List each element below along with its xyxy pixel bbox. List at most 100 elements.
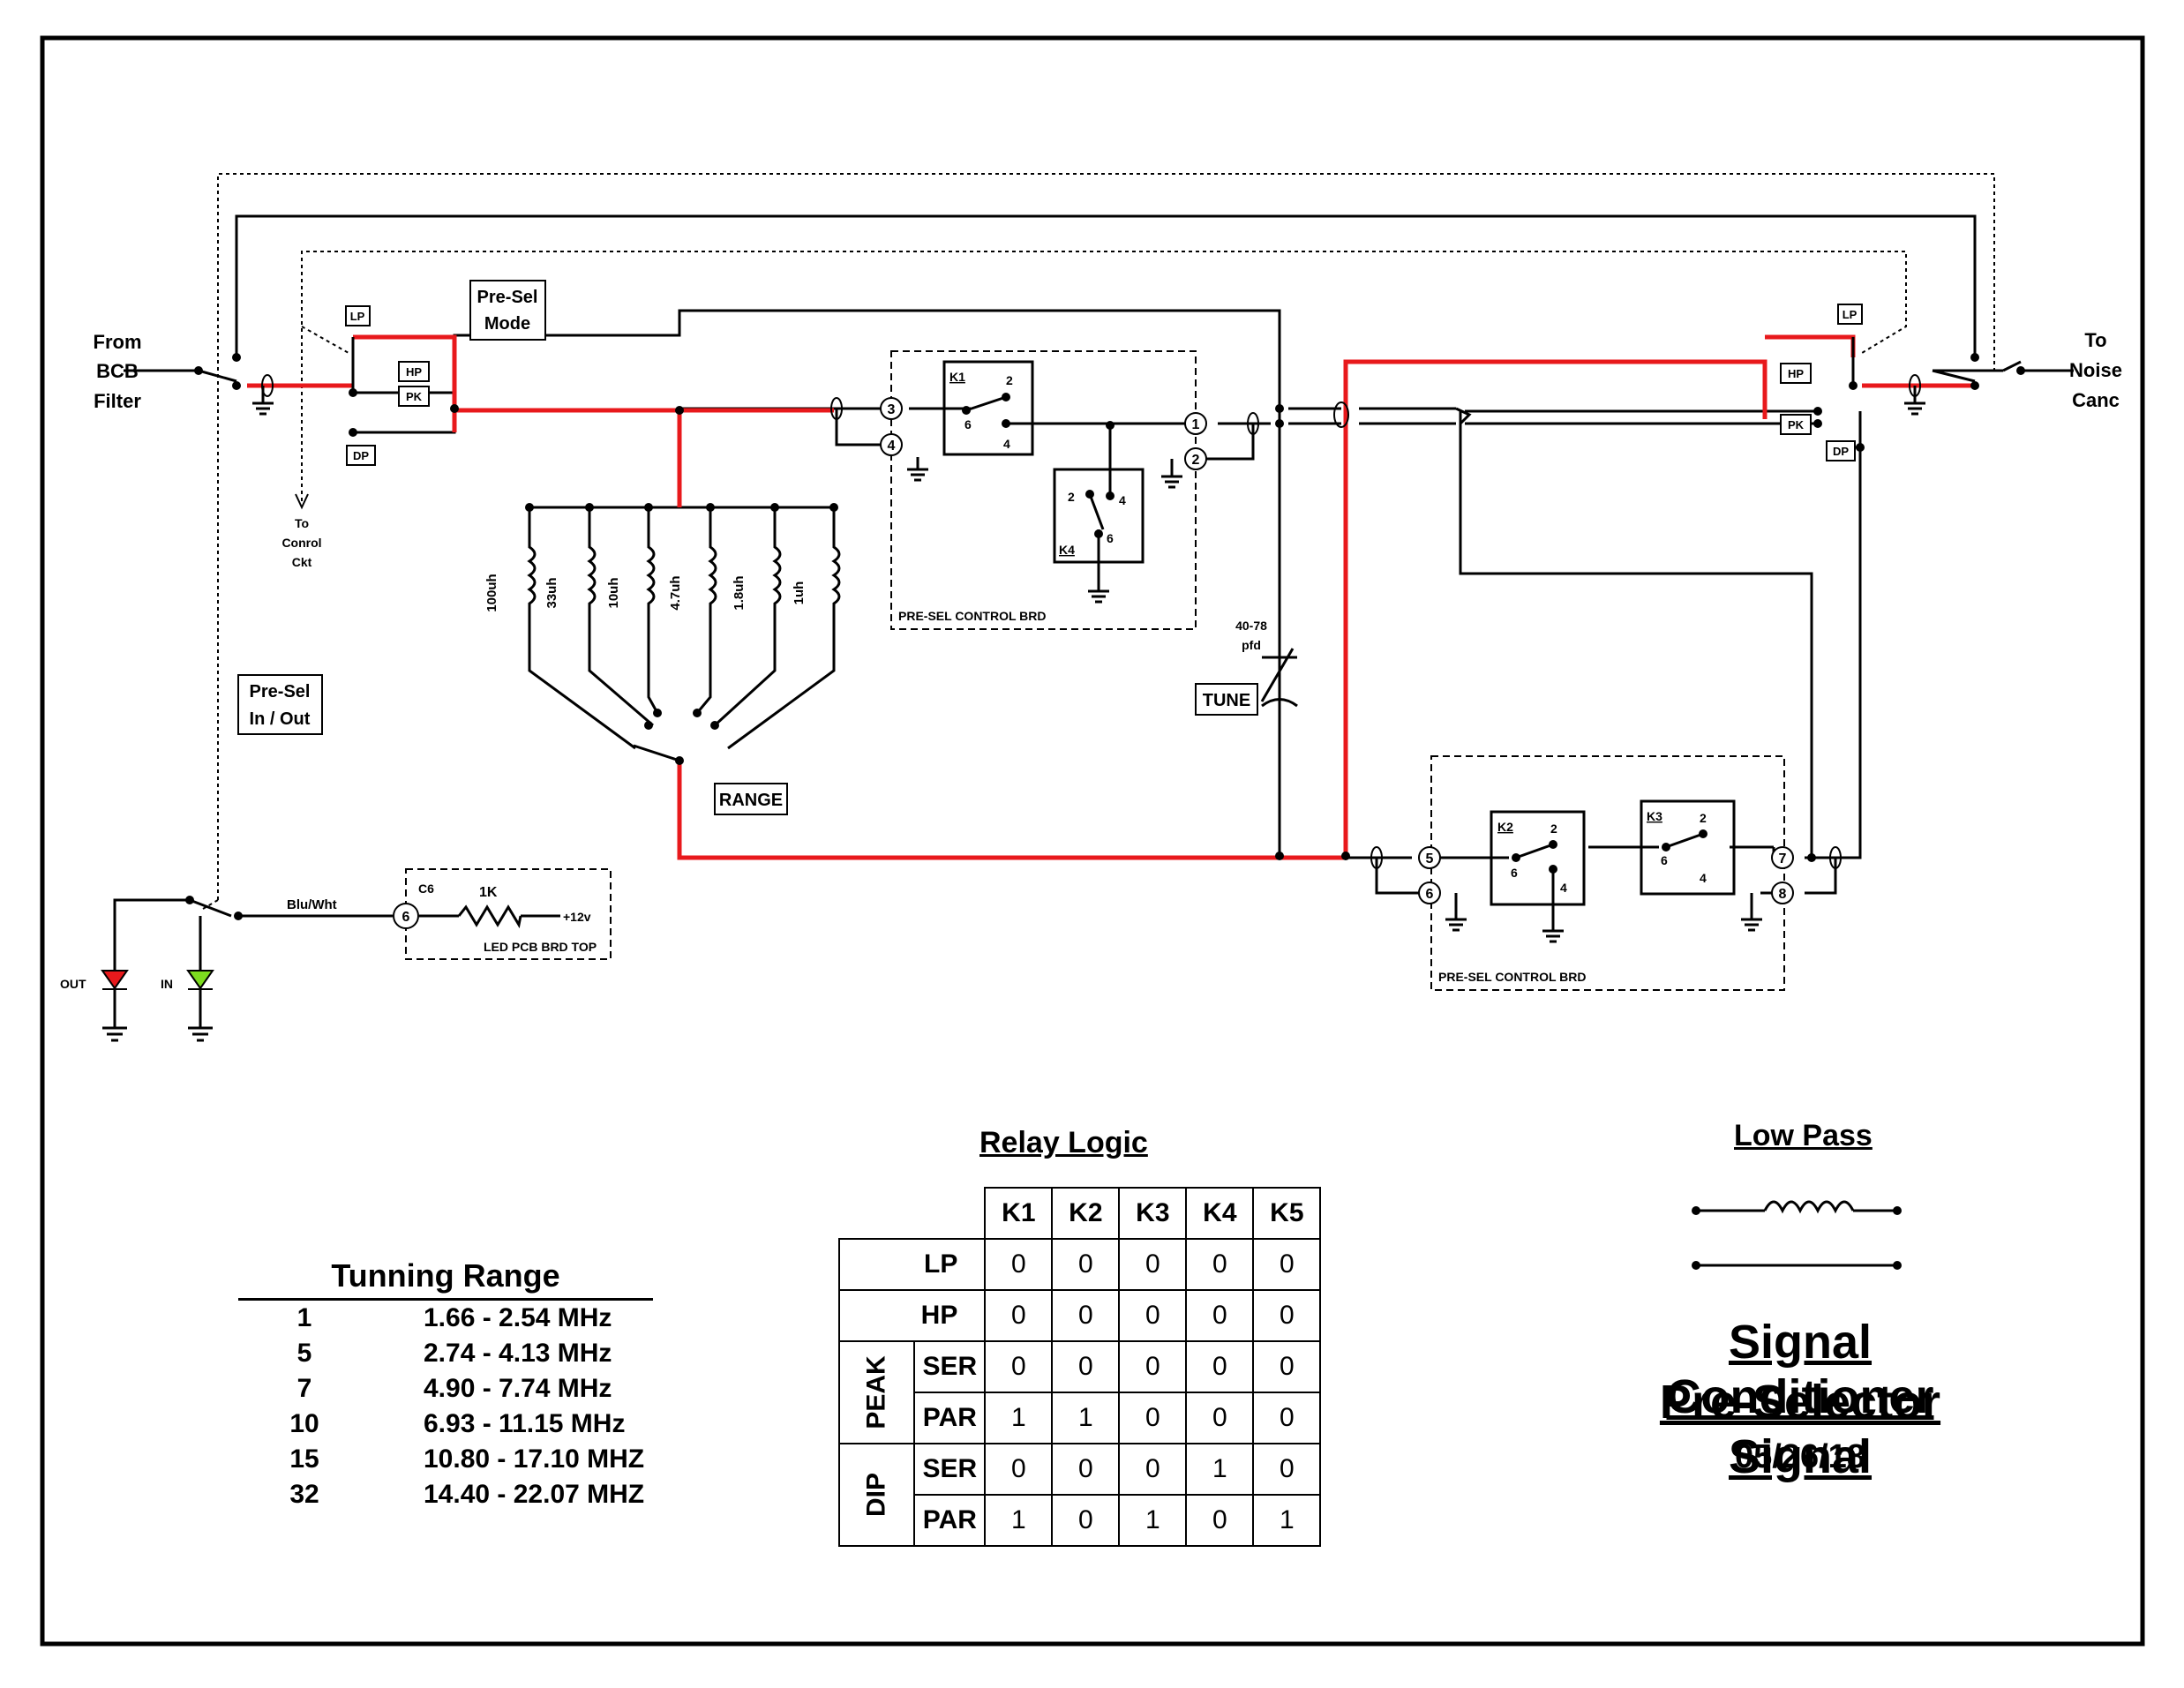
label-boxes — [237, 280, 1863, 815]
to-control-arrow — [295, 493, 309, 510]
svg-text:6: 6 — [1107, 531, 1114, 545]
svg-text:6: 6 — [1511, 866, 1518, 880]
relay-boxes — [942, 360, 1736, 906]
k3-label: K3 — [1647, 809, 1662, 823]
cap-value-label: 40-78 — [1235, 619, 1267, 633]
k2-label: K2 — [1497, 820, 1513, 834]
k4-label: K4 — [1059, 543, 1075, 557]
svg-text:7: 7 — [1779, 852, 1787, 867]
in-label: IN — [161, 977, 173, 991]
svg-text:Noise: Noise — [2069, 359, 2122, 381]
from-label: From — [94, 331, 142, 353]
pin-labels: 1 2 3 4 5 6 7 8 6 — [402, 402, 1787, 925]
led-in — [186, 970, 214, 990]
led-brd-label: LED PCB BRD TOP — [484, 940, 597, 954]
svg-text:6: 6 — [964, 417, 972, 431]
one-k-label: 1K — [479, 885, 498, 900]
svg-text:2: 2 — [1550, 821, 1557, 836]
svg-text:1.8uh: 1.8uh — [732, 575, 747, 610]
control-boards — [405, 350, 1785, 991]
low-pass-title: Low Pass — [1734, 1119, 1873, 1152]
hp-label-left: HP — [406, 365, 422, 379]
relay-contacts — [965, 395, 1704, 859]
svg-text:Ckt: Ckt — [292, 555, 312, 569]
to-control-label: To — [295, 516, 309, 530]
out-label: OUT — [60, 977, 86, 991]
svg-text:2: 2 — [1006, 373, 1013, 387]
low-pass-symbol — [1696, 1200, 1897, 1267]
svg-text:1: 1 — [1192, 417, 1200, 432]
k1-label: K1 — [949, 370, 965, 384]
svg-text:Conrol: Conrol — [281, 536, 321, 550]
plus12-label: +12v — [563, 910, 591, 924]
c6-label: C6 — [418, 882, 434, 896]
tuning-range-title: Tunning Range — [238, 1257, 653, 1301]
lp-label-left: LP — [350, 310, 365, 323]
svg-text:BCB: BCB — [96, 360, 139, 382]
page-subtitle: Pre-Selector Signal — [1659, 1376, 1941, 1483]
svg-text:4: 4 — [1119, 493, 1126, 507]
red-signal-path — [247, 334, 1977, 860]
svg-text:2: 2 — [1068, 490, 1075, 504]
coax-shield — [261, 374, 1921, 869]
control-brd-label-lower: PRE-SEL CONTROL BRD — [1438, 970, 1587, 984]
control-brd-label-upper: PRE-SEL CONTROL BRD — [898, 609, 1047, 623]
svg-text:4: 4 — [888, 439, 896, 454]
svg-text:8: 8 — [1779, 887, 1787, 902]
svg-text:Mode: Mode — [484, 314, 530, 334]
svg-text:In / Out: In / Out — [250, 709, 311, 729]
svg-text:4: 4 — [1560, 881, 1567, 895]
pin-circles — [393, 397, 1794, 929]
svg-text:Filter: Filter — [94, 390, 141, 412]
page-title: Signal Conditioner — [1666, 1316, 1934, 1423]
date-label: 05/26/18 — [1735, 1438, 1865, 1475]
inductor-labels: 100uh 33uh 10uh 4.7uh 1.8uh 1uh — [484, 574, 807, 611]
relay-pin-labels: 2 6 4 2 6 4 2 6 4 2 6 4 — [964, 373, 1707, 895]
svg-text:2: 2 — [1700, 811, 1707, 825]
pre-sel-mode-label: Pre-Sel — [477, 288, 538, 307]
svg-text:6: 6 — [1426, 887, 1434, 902]
svg-text:pfd: pfd — [1242, 638, 1261, 652]
to-label: To — [2084, 329, 2106, 351]
hp-label-right: HP — [1788, 367, 1804, 380]
page-border — [40, 35, 2145, 1647]
svg-text:3: 3 — [888, 402, 896, 417]
inductors — [527, 507, 841, 628]
svg-text:4: 4 — [1003, 437, 1010, 451]
svg-text:1uh: 1uh — [792, 581, 807, 605]
dp-label-right: DP — [1833, 445, 1849, 458]
lp-label-right: LP — [1843, 308, 1858, 321]
dp-label-left: DP — [353, 449, 369, 462]
pre-sel-inout-label: Pre-Sel — [250, 682, 311, 701]
svg-text:33uh: 33uh — [544, 577, 559, 608]
svg-text:5: 5 — [1426, 852, 1434, 867]
blu-wht-label: Blu/Wht — [287, 897, 337, 912]
svg-text:4.7uh: 4.7uh — [668, 575, 683, 610]
tune-label: TUNE — [1203, 691, 1250, 710]
led-out — [101, 970, 129, 990]
pk-label-left: PK — [406, 390, 423, 403]
svg-text:Canc: Canc — [2072, 389, 2120, 411]
resistor-1k — [457, 904, 522, 929]
svg-text:6: 6 — [1661, 853, 1668, 867]
svg-text:10uh: 10uh — [606, 577, 621, 608]
svg-text:6: 6 — [402, 910, 410, 925]
tune-capacitor — [1260, 648, 1298, 708]
pk-label-right: PK — [1788, 418, 1805, 431]
ground-symbols — [102, 386, 1925, 1042]
switches — [189, 337, 1976, 918]
